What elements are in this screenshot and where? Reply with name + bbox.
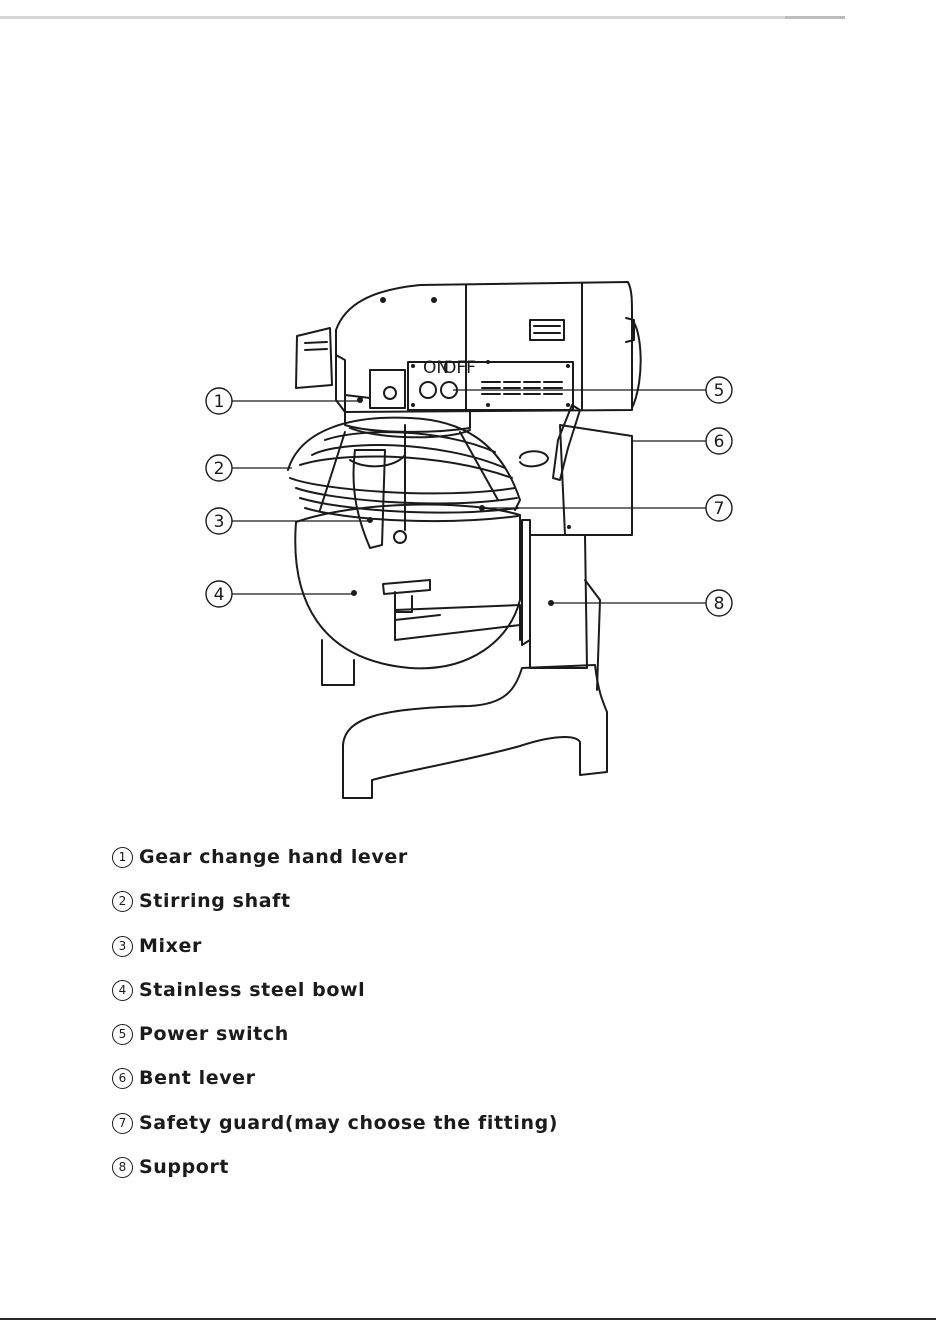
mixer-diagram: ON OFF 1 2 3 4 5 6 7 8 [0, 0, 936, 820]
callout-number-3: 3 [214, 512, 225, 532]
legend-label: Stainless steel bowl [139, 979, 365, 1001]
legend-number: 6 [112, 1068, 133, 1089]
legend-number: 8 [112, 1157, 133, 1178]
nameplate [530, 320, 564, 340]
bottom-scan-rule [0, 1318, 936, 1320]
off-switch-label: OFF [443, 358, 476, 378]
legend-label: Bent lever [139, 1067, 256, 1089]
legend-item: 4 Stainless steel bowl [112, 975, 712, 1019]
callout-number-2: 2 [214, 459, 225, 479]
legend-number: 7 [112, 1113, 133, 1134]
legend-item: 8 Support [112, 1152, 712, 1196]
on-button-shape [420, 382, 436, 398]
legend-label: Safety guard(may choose the fitting) [139, 1112, 558, 1134]
legend-item: 3 Mixer [112, 931, 712, 975]
legend-label: Mixer [139, 935, 202, 957]
legend-label: Gear change hand lever [139, 846, 408, 868]
legend-number: 5 [112, 1024, 133, 1045]
legend-number: 3 [112, 936, 133, 957]
callout-number-7: 7 [714, 499, 725, 519]
legend-item: 2 Stirring shaft [112, 886, 712, 930]
bowl-shape [295, 505, 520, 669]
legend-item: 5 Power switch [112, 1019, 712, 1063]
legend-number: 2 [112, 891, 133, 912]
legend-label: Support [139, 1156, 229, 1178]
legend-label: Power switch [139, 1023, 289, 1045]
mixer-base [343, 665, 607, 798]
callout-number-6: 6 [714, 432, 725, 452]
legend-number: 1 [112, 847, 133, 868]
legend-item: 6 Bent lever [112, 1063, 712, 1107]
callout-number-8: 8 [714, 594, 725, 614]
legend-item: 7 Safety guard(may choose the fitting) [112, 1108, 712, 1152]
callout-number-5: 5 [714, 381, 725, 401]
legend-number: 4 [112, 980, 133, 1001]
mixer-head [336, 282, 632, 412]
legend-label: Stirring shaft [139, 890, 291, 912]
callout-number-4: 4 [214, 585, 225, 605]
callout-number-1: 1 [214, 392, 225, 412]
support-column [530, 535, 587, 668]
bent-lever [553, 405, 580, 480]
legend-item: 1 Gear change hand lever [112, 842, 712, 886]
